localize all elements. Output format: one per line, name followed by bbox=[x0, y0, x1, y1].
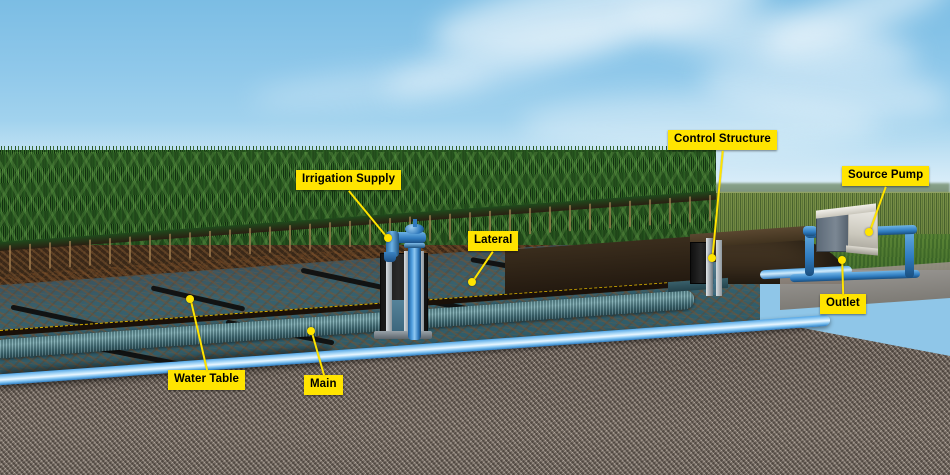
control-structure-stoplog bbox=[716, 240, 722, 296]
hydrant-arm bbox=[390, 232, 426, 243]
cloud-wisp bbox=[617, 0, 923, 85]
cloud-wisp bbox=[697, 49, 950, 131]
callout-label-source-pump: Source Pump bbox=[842, 166, 930, 186]
callout-anchor-dot-irrigation-supply bbox=[384, 234, 392, 242]
callout-anchor-dot-lateral bbox=[468, 278, 476, 286]
pump-elbow bbox=[803, 226, 817, 236]
cloud-wisp bbox=[378, 5, 642, 111]
riser-stoplog bbox=[418, 251, 424, 337]
callout-anchor-dot-water-table bbox=[186, 295, 194, 303]
callout-anchor-dot-source-pump bbox=[865, 228, 873, 236]
callout-anchor-dot-control-structure bbox=[708, 254, 716, 262]
callout-label-control-structure: Control Structure bbox=[668, 130, 777, 150]
riser-stoplog bbox=[386, 251, 392, 337]
pump-discharge-riser bbox=[905, 226, 914, 278]
riser-base bbox=[374, 331, 432, 339]
control-structure-stoplog bbox=[706, 238, 713, 296]
pump-inlet-riser bbox=[805, 228, 814, 276]
hydrant-valve-stem bbox=[413, 219, 417, 227]
callout-label-water-table: Water Table bbox=[168, 370, 246, 390]
hydrant-flange bbox=[404, 243, 425, 248]
hydrant-spout bbox=[384, 252, 396, 262]
callout-label-outlet: Outlet bbox=[820, 294, 866, 314]
riser-stoplog bbox=[404, 251, 409, 337]
callout-label-lateral: Lateral bbox=[468, 231, 519, 251]
callout-label-irrigation-supply: Irrigation Supply bbox=[296, 170, 402, 190]
callout-anchor-dot-outlet bbox=[838, 256, 846, 264]
hydrant-standpipe bbox=[408, 232, 421, 340]
callout-anchor-dot-main bbox=[307, 327, 315, 335]
cloud-wisp bbox=[426, 0, 774, 73]
cloud-wisp bbox=[758, 0, 950, 69]
riser-water-column bbox=[392, 300, 404, 337]
callout-label-main: Main bbox=[304, 375, 343, 395]
hydrant-valve-handle bbox=[405, 224, 424, 234]
cloud-wisp bbox=[248, 57, 492, 117]
